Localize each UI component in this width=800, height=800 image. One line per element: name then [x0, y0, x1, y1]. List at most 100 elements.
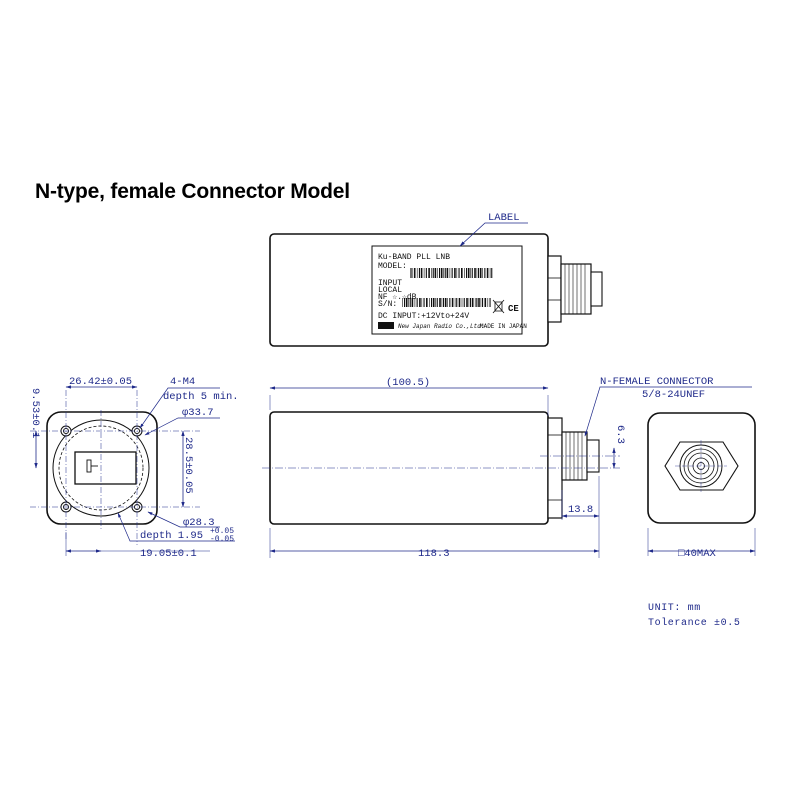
barcode-bar — [480, 298, 482, 307]
barcode-bar — [436, 298, 438, 307]
barcode-bar — [474, 268, 476, 278]
barcode-bar — [451, 298, 454, 307]
barcode-model — [410, 268, 493, 278]
barcode-bar — [414, 298, 416, 307]
barcode-bar — [444, 268, 446, 278]
barcode-bar — [474, 298, 476, 307]
label-line-1: Ku-BAND PLL LNB — [378, 253, 450, 262]
barcode-bar — [468, 298, 470, 307]
barcode-bar — [470, 298, 472, 307]
connector-hex-top — [547, 255, 562, 323]
barcode-bar — [410, 268, 411, 278]
barcode-bar — [447, 298, 448, 307]
barcode-bar — [421, 298, 423, 307]
connector-tip-top — [590, 271, 603, 307]
barcode-bar — [458, 298, 461, 307]
barcode-bar — [449, 298, 451, 307]
barcode-bar — [432, 298, 435, 307]
flange-groove-circle — [52, 419, 150, 517]
dim-bolts: 4-M4 — [170, 376, 195, 388]
barcode-bar — [461, 268, 463, 278]
dim-dia-inner: φ28.3 — [183, 517, 215, 529]
connector-nut-top — [560, 263, 592, 315]
dim-square-max: □40MAX — [678, 548, 717, 560]
barcode-bar — [429, 298, 430, 307]
barcode-bar — [446, 268, 449, 278]
barcode-bar — [478, 268, 480, 278]
barcode-bar — [411, 268, 413, 278]
barcode-bar — [402, 298, 403, 307]
njr-logo-icon — [378, 322, 394, 329]
barcode-bar — [431, 268, 432, 278]
dim-flange-height: 9.53±0.1 — [29, 388, 41, 438]
dim-groove-tol-minus: -0.05 — [210, 535, 234, 544]
barcode-bar — [456, 268, 458, 278]
dim-flange-width: 26.42±0.05 — [69, 376, 132, 388]
label-line-6: S/N: — [378, 300, 397, 309]
barcode-bar — [486, 268, 489, 278]
barcode-bar — [426, 298, 428, 307]
note-unit: UNIT: mm — [648, 603, 701, 614]
probe-pin — [86, 459, 92, 473]
dim-front-width: 19.05±0.1 — [140, 548, 197, 560]
note-tolerance: Tolerance ±0.5 — [648, 617, 740, 629]
barcode-bar — [416, 298, 418, 307]
barcode-bar — [467, 268, 470, 278]
barcode-bar — [454, 268, 456, 278]
label-origin: MADE IN JAPAN — [480, 323, 527, 330]
barcode-bar — [409, 298, 411, 307]
barcode-bar — [416, 268, 418, 278]
barcode-bar — [476, 298, 478, 307]
side-view: (100.5) N-FEMALE CONNECTOR 5/8-24UNEF 6.… — [262, 376, 752, 560]
barcode-bar — [471, 268, 473, 278]
rear-view: □40MAX — [647, 412, 756, 560]
barcode-bar — [489, 268, 491, 278]
barcode-bar — [466, 298, 468, 307]
barcode-bar — [476, 268, 478, 278]
barcode-bar — [454, 298, 456, 307]
dim-groove-tol-plus: +0.05 — [210, 527, 234, 536]
barcode-bar — [440, 268, 443, 278]
barcode-bar — [432, 268, 434, 278]
barcode-bar — [451, 268, 453, 278]
barcode-bar — [431, 298, 433, 307]
label-callout-text: LABEL — [488, 212, 520, 224]
barcode-bar — [466, 268, 468, 278]
barcode-bar — [484, 268, 486, 278]
barcode-bar — [449, 268, 451, 278]
barcode-bar — [482, 298, 484, 307]
barcode-bar — [491, 268, 493, 278]
weee-bin-icon — [492, 299, 505, 314]
dim-body-length: (100.5) — [386, 377, 430, 389]
barcode-bar — [408, 298, 409, 307]
barcode-bar — [423, 268, 425, 278]
dim-connector-name: N-FEMALE CONNECTOR — [600, 376, 714, 388]
top-view: Ku-BAND PLL LNB MODEL: INPUT LOCAL NF ☆.… — [269, 212, 603, 347]
barcode-bar — [439, 268, 441, 278]
dim-total-length: 118.3 — [418, 548, 450, 560]
barcode-bar — [464, 268, 465, 278]
barcode-bar — [461, 298, 463, 307]
barcode-serial — [402, 298, 491, 307]
dim-connector-thread: 5/8-24UNEF — [642, 389, 705, 401]
label-line-5: NF ☆.☆dB — [378, 293, 417, 302]
dim-connector-length: 13.8 — [568, 504, 593, 516]
ce-mark-icon: CE — [508, 304, 519, 314]
barcode-bar — [443, 298, 445, 307]
barcode-bar — [487, 298, 489, 307]
barcode-bar — [456, 298, 458, 307]
barcode-bar — [471, 298, 474, 307]
barcode-bar — [413, 268, 416, 278]
product-label — [371, 245, 523, 335]
dim-bolt-spacing: 28.5±0.05 — [182, 437, 194, 494]
dim-dia-outer: φ33.7 — [182, 407, 214, 419]
barcode-bar — [482, 268, 483, 278]
barcode-bar — [439, 298, 441, 307]
barcode-bar — [405, 298, 408, 307]
label-line-7: DC INPUT:+12Vto+24V — [378, 312, 469, 321]
barcode-bar — [479, 268, 482, 278]
label-line-2: MODEL: — [378, 262, 407, 271]
barcode-bar — [484, 298, 487, 307]
